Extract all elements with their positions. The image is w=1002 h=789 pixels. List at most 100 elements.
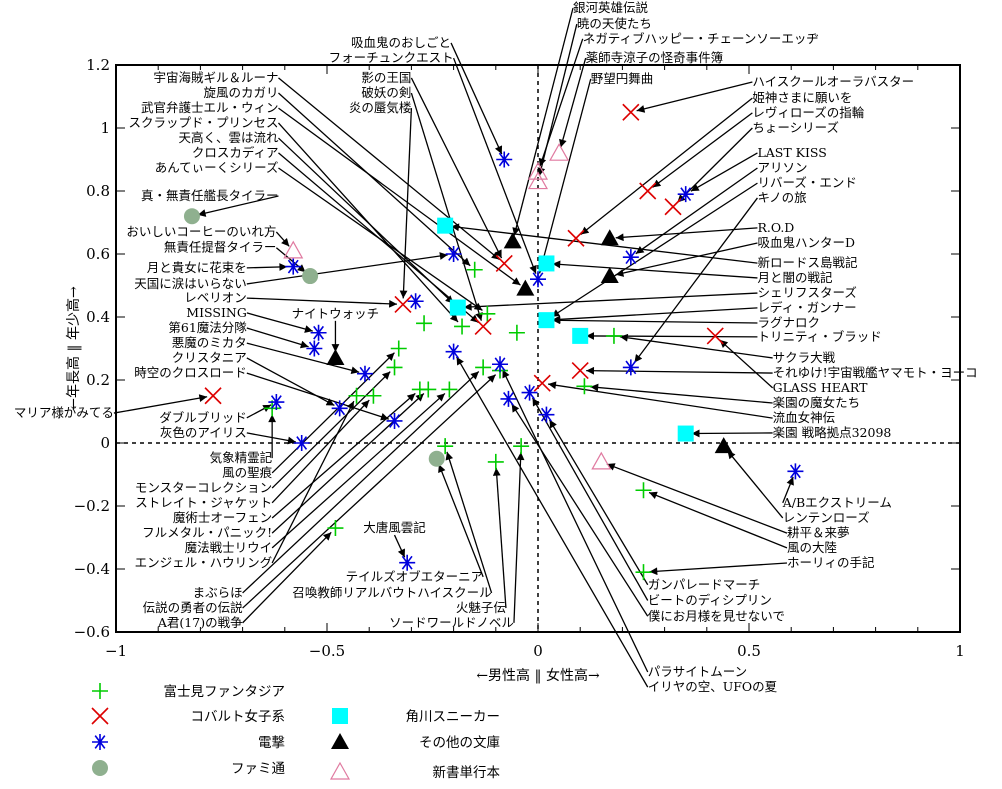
annotation-arrow	[590, 383, 773, 404]
annotation-label: 月と貴女に花束を	[147, 260, 247, 275]
annotation-arrow	[531, 397, 649, 601]
data-point	[591, 451, 612, 470]
annotation-arrow	[246, 297, 397, 308]
data-point	[183, 208, 200, 225]
annotation-label: 姫神さまに願いを	[752, 90, 852, 105]
annotation-label: 暁の天使たち	[577, 16, 652, 31]
x-axis-label: ←男性高 ‖ 女性高→	[476, 667, 600, 684]
data-point	[326, 348, 345, 365]
annotation-label: 灰色のアイリス	[160, 425, 247, 440]
annotation-arrow	[438, 464, 484, 578]
annotation-arrow	[271, 393, 425, 534]
data-point	[386, 412, 403, 429]
annotation-label: エンジェル・ハウリング	[135, 555, 273, 570]
annotation-arrow	[246, 263, 288, 271]
annotation-label: 時空のクロスロード	[134, 365, 247, 380]
annotation-label: ソードワールドノベル	[389, 615, 514, 630]
data-point	[283, 240, 304, 259]
annotation-label: GLASS HEART	[773, 380, 868, 395]
annotation-label: フォーチュンクエスト	[329, 50, 454, 65]
annotation-label: 大唐風雲記	[363, 520, 426, 535]
y-axis-label: ←年長高 ‖ 年少高→	[65, 286, 82, 410]
annotation-arrow	[552, 260, 758, 279]
data-point	[622, 359, 639, 376]
annotation-arrow	[648, 491, 788, 549]
data-point	[437, 217, 454, 234]
annotation-arrow	[271, 352, 395, 474]
annotation-arrow	[246, 357, 335, 407]
data-point	[516, 279, 535, 296]
data-point	[327, 520, 344, 537]
legend-label: その他の文庫	[419, 735, 500, 751]
annotation-label: 吸血鬼ハンターD	[757, 235, 855, 250]
data-point	[420, 381, 437, 398]
annotation-label: トリニティ・ブラッド	[757, 329, 881, 344]
annotation-arrow	[246, 432, 296, 445]
annotation-arrow	[452, 57, 537, 274]
data-point	[445, 246, 462, 262]
annotation-arrow	[502, 369, 649, 673]
annotation-arrow	[512, 7, 574, 236]
data-point	[538, 312, 555, 329]
legend-label: 富士見ファンタジア	[164, 683, 286, 700]
annotation-label: 新ロードス島戦記	[757, 255, 857, 270]
data-point	[454, 318, 471, 335]
annotation-arrow	[580, 97, 753, 236]
annotation-label: シェリフスターズ	[757, 285, 856, 300]
annotation-arrow	[586, 366, 773, 375]
annotation-arrow	[242, 374, 497, 609]
data-point	[576, 378, 593, 395]
data-point	[527, 171, 549, 190]
data-point	[441, 381, 458, 398]
annotation-arrow	[633, 197, 758, 363]
data-point	[479, 305, 496, 322]
data-point	[399, 554, 416, 571]
annotation-label: R.O.D	[757, 220, 794, 235]
data-point	[302, 268, 319, 285]
annotation-arrow	[410, 77, 503, 259]
data-points	[183, 103, 804, 581]
annotation-arrow	[463, 292, 758, 311]
annotation-label: パラサイトムーン	[648, 664, 747, 679]
annotation-label: リバーズ・エンド	[757, 175, 856, 190]
annotation-arrow	[635, 167, 758, 255]
data-point	[348, 387, 365, 404]
annotation-arrow	[246, 252, 448, 285]
data-point	[386, 359, 403, 376]
annotation-label: 天高く、雲は流れ	[178, 130, 279, 145]
data-point	[635, 482, 652, 499]
annotation-arrow	[691, 429, 773, 438]
annotation-arrow	[242, 531, 332, 624]
data-point	[437, 438, 454, 455]
annotation-arrow	[652, 112, 753, 188]
data-point	[306, 340, 323, 357]
data-point	[530, 271, 546, 288]
data-point	[365, 387, 382, 404]
annotation-arrow	[548, 419, 649, 586]
annotation-label: 楽園 戦略拠点32098	[773, 425, 892, 440]
annotation-label: クロスカディア	[192, 145, 279, 160]
annotation-label: モンスターコレクション	[135, 480, 272, 495]
data-point	[394, 295, 412, 313]
data-point	[310, 324, 327, 341]
y-tick-label: 0.6	[86, 245, 110, 263]
annotation-label: 宇宙海賊ギル＆ルーナ	[153, 70, 278, 85]
annotation-arrow	[278, 77, 501, 261]
x-tick-label: 0	[533, 642, 543, 660]
annotation-label: 風の聖痕	[222, 465, 273, 480]
annotation-arrow	[552, 316, 758, 325]
data-point	[521, 384, 538, 401]
annotation-label: レディ・ガンナー	[757, 300, 856, 315]
y-tick-label: 0.2	[86, 371, 110, 389]
annotation-arrow	[278, 92, 471, 267]
annotation-arrow	[445, 451, 493, 594]
annotation-label: ナイトウォッチ	[292, 306, 380, 321]
annotation-arrow	[513, 452, 525, 623]
annotation-label: イリヤの空、UFOの夏	[648, 679, 778, 694]
annotation-label: 第61魔法分隊	[168, 320, 247, 335]
annotation-label: ラグナロク	[757, 315, 820, 330]
data-point	[331, 400, 348, 417]
data-point	[571, 361, 589, 380]
data-point	[527, 161, 549, 180]
annotation-label: テイルズオブエターニア	[346, 569, 484, 584]
